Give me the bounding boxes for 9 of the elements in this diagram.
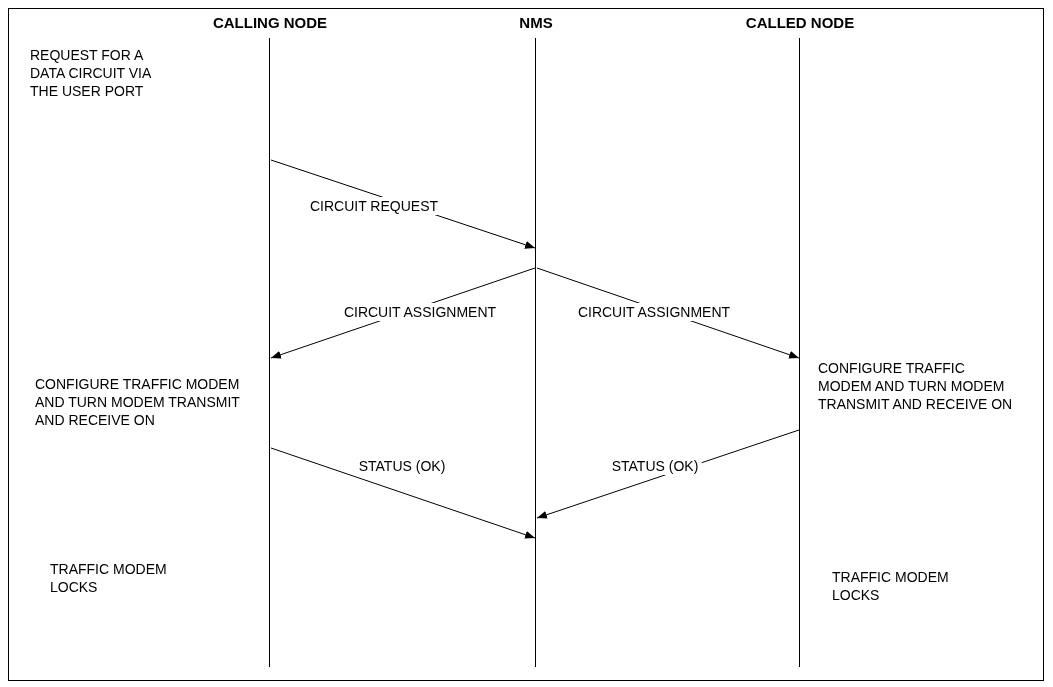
step-note: CONFIGURE TRAFFIC MODEM AND TURN MODEM TRANSMIT AND RECEIVE ON [818,359,1014,413]
lifeline-header: NMS [518,14,554,31]
step-note: TRAFFIC MODEM LOCKS [50,560,168,596]
lifeline-header: CALLING NODE [211,14,329,31]
arrow [270,447,536,539]
step-note: TRAFFIC MODEM LOCKS [832,568,950,604]
step-note: CONFIGURE TRAFFIC MODEM AND TURN MODEM TRANSMIT AND RECEIVE ON [35,375,241,429]
lifeline-header: CALLED NODE [744,14,856,31]
step-note: REQUEST FOR A DATA CIRCUIT VIA THE USER PORT [30,46,152,100]
